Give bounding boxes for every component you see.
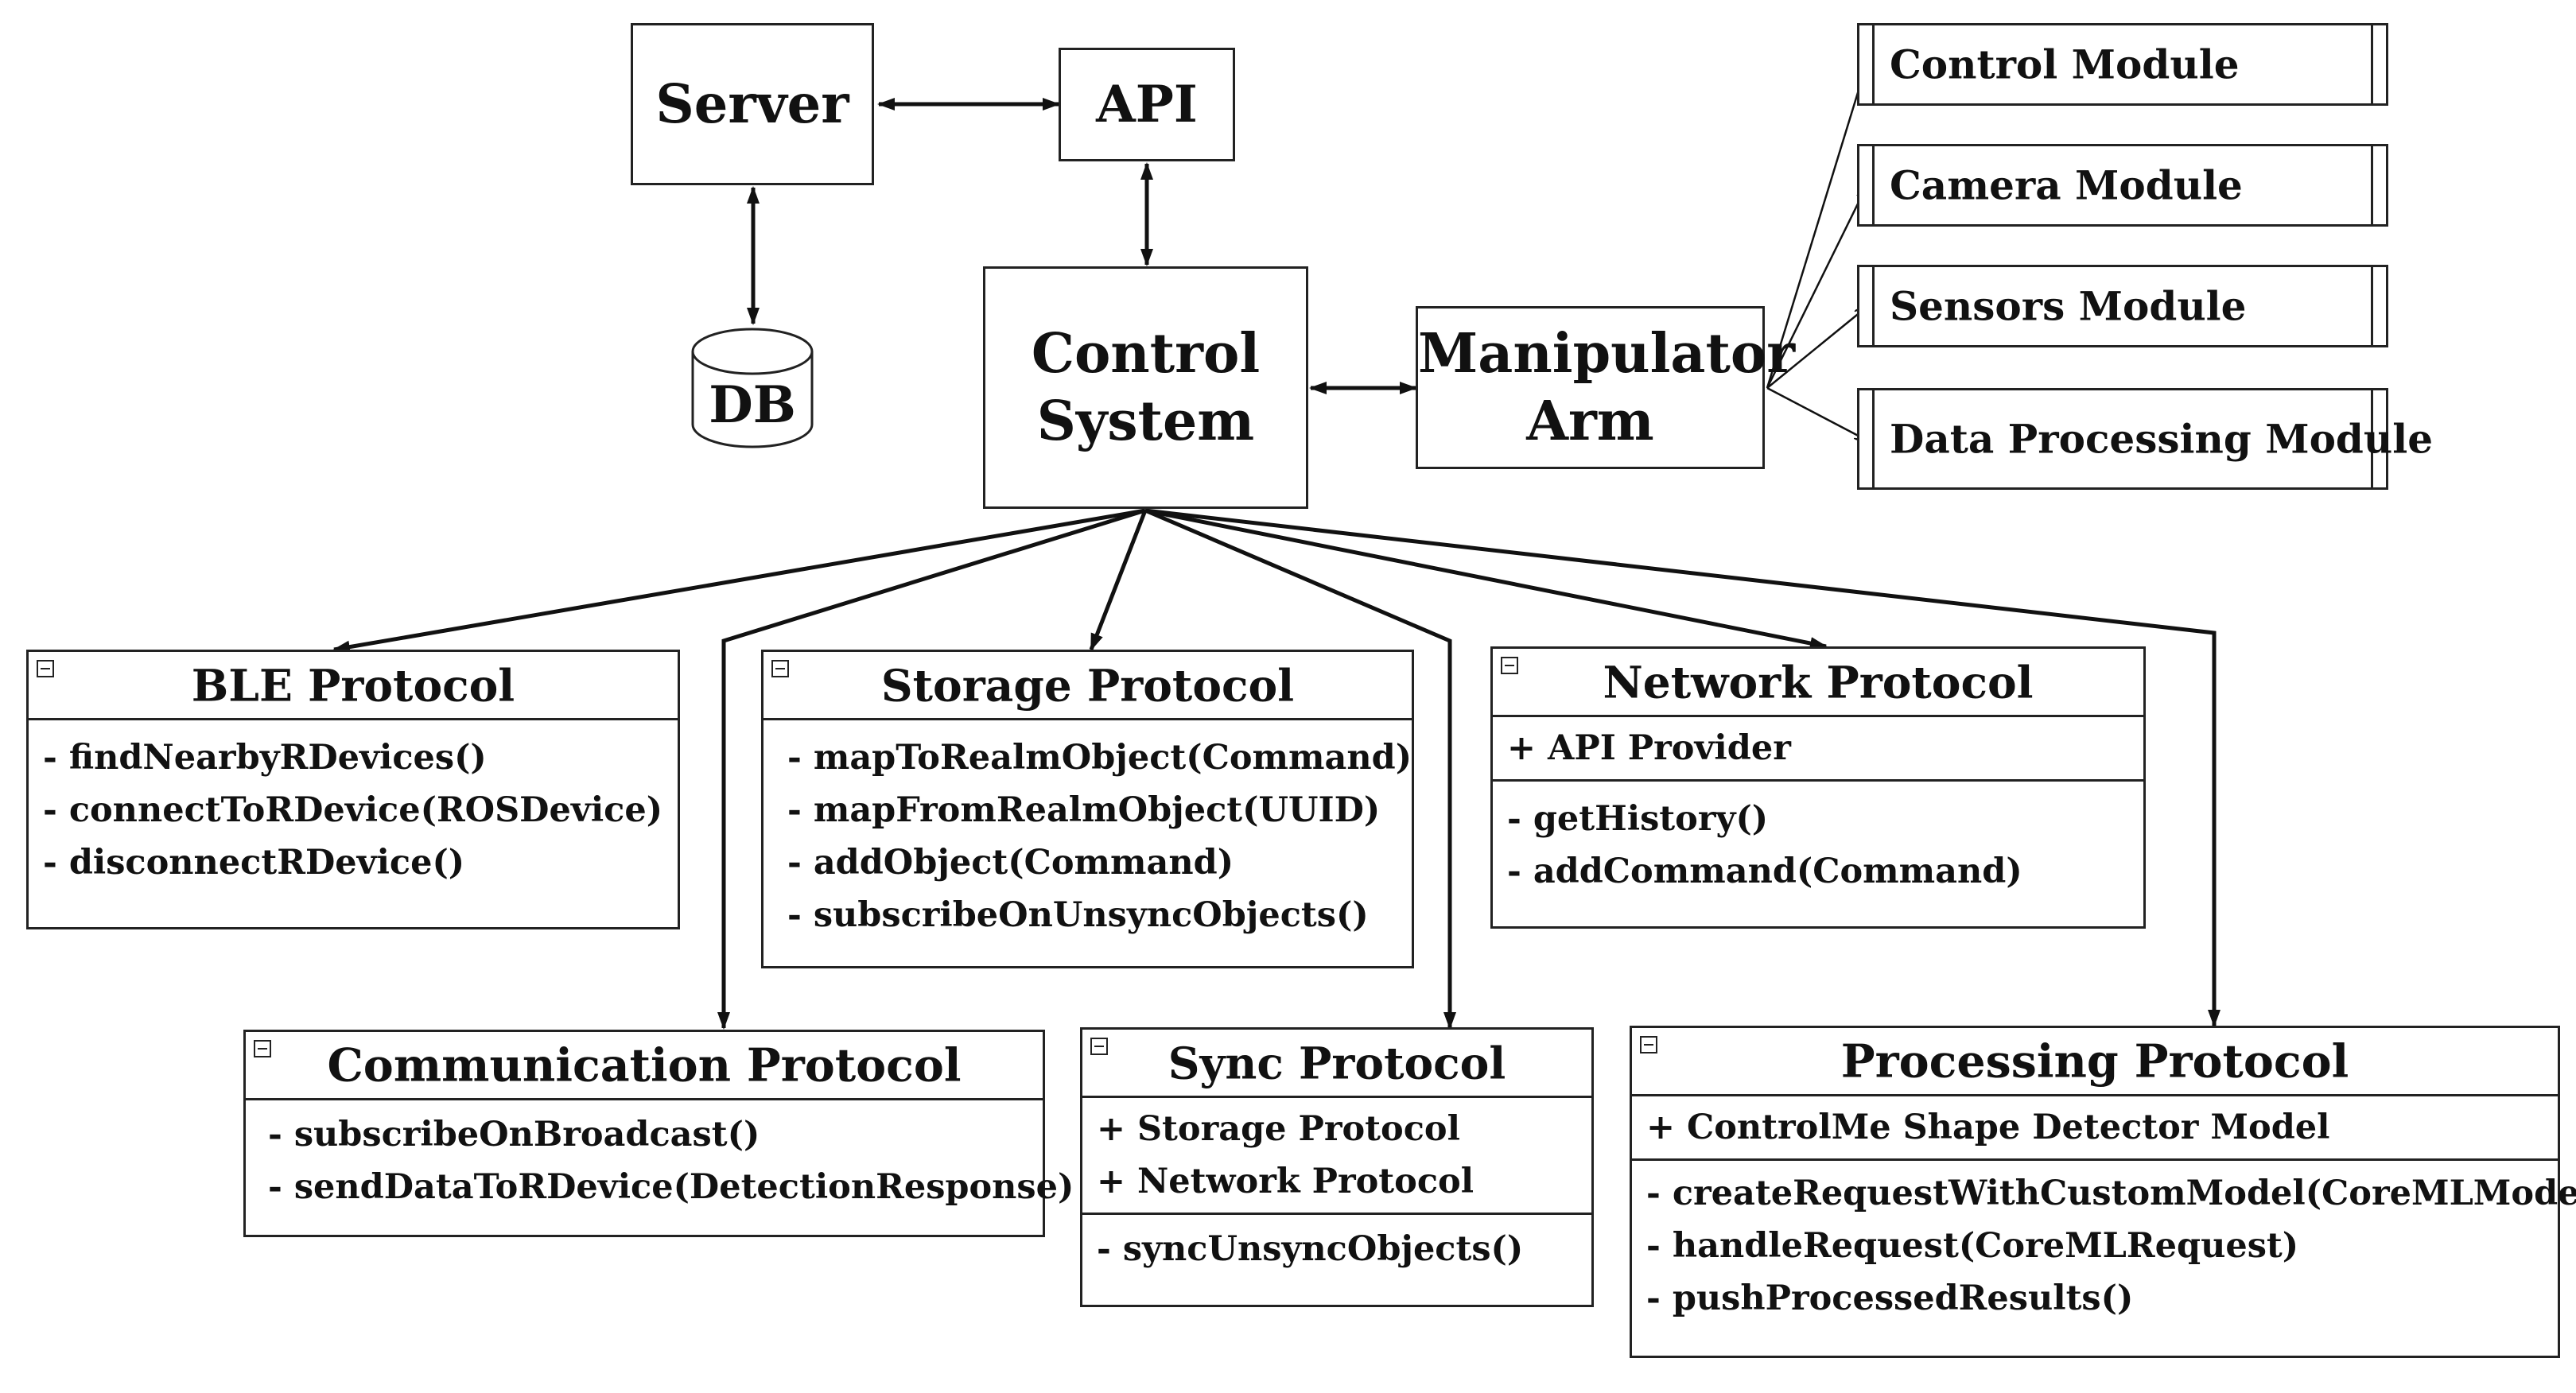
attribute-line: + Network Protocol	[1097, 1162, 1474, 1201]
communication-protocol-class: Communication Protocol - subscribeOnBroa…	[243, 1030, 1074, 1237]
collapse-icon[interactable]	[771, 660, 789, 677]
method-line: - subscribeOnUnsyncObjects()	[787, 895, 1369, 935]
attribute-line: + ControlMe Shape Detector Model	[1646, 1108, 2330, 1147]
data-processing-module-box: Data Processing Module	[1857, 388, 2433, 490]
communication-protocol-title: Communication Protocol	[327, 1038, 962, 1092]
db-label: DB	[709, 375, 796, 435]
method-line: - findNearbyRDevices()	[43, 738, 487, 778]
method-line: - mapToRealmObject(Command)	[787, 738, 1412, 778]
camera-module-label: Camera Module	[1890, 161, 2243, 209]
control-module-box: Control Module	[1857, 23, 2388, 106]
storage-protocol-title: Storage Protocol	[880, 659, 1295, 711]
method-line: - addCommand(Command)	[1507, 852, 2022, 891]
network-protocol-title: Network Protocol	[1603, 656, 2034, 708]
control-network-connector	[1144, 508, 1828, 650]
arm-data-processing-module-connector	[1766, 386, 1866, 440]
network-protocol-class: Network Protocol + API Provider - getHis…	[1490, 646, 2146, 929]
collapse-icon[interactable]	[254, 1040, 271, 1057]
method-line: - syncUnsyncObjects()	[1097, 1229, 1524, 1269]
control-system-box: Control System	[983, 266, 1308, 509]
control-storage-connector	[1089, 510, 1148, 651]
control-module-label: Control Module	[1890, 41, 2240, 88]
sensors-module-box: Sensors Module	[1857, 265, 2388, 347]
manipulator-arm-label: Manipulator Arm	[1418, 321, 1796, 453]
control-ble-connector	[332, 508, 1146, 654]
control-system-label: Control System	[1031, 321, 1261, 453]
db-cylinder: DB	[690, 326, 814, 449]
method-line: - pushProcessedResults()	[1646, 1279, 2134, 1318]
collapse-icon[interactable]	[1090, 1038, 1108, 1055]
collapse-icon[interactable]	[37, 660, 54, 677]
database-icon	[691, 328, 814, 448]
collapse-icon[interactable]	[1640, 1036, 1657, 1053]
attribute-line: + API Provider	[1507, 728, 1791, 768]
sensors-module-label: Sensors Module	[1890, 282, 2247, 330]
processing-protocol-class: Processing Protocol + ControlMe Shape De…	[1630, 1026, 2576, 1358]
method-line: - createRequestWithCustomModel(CoreMLMod…	[1646, 1174, 2576, 1213]
api-label: API	[1096, 74, 1198, 134]
server-box: Server	[631, 23, 874, 185]
method-line: - addObject(Command)	[787, 843, 1234, 883]
method-line: - sendDataToRDevice(DetectionResponse)	[268, 1167, 1074, 1207]
camera-module-box: Camera Module	[1857, 144, 2388, 227]
method-line: - getHistory()	[1507, 799, 1769, 839]
method-line: - mapFromRealmObject(UUID)	[787, 790, 1381, 830]
manipulator-arm-box: Manipulator Arm	[1416, 306, 1796, 469]
ble-protocol-title: BLE Protocol	[191, 659, 515, 711]
collapse-icon[interactable]	[1501, 657, 1518, 674]
method-line: - disconnectRDevice()	[43, 843, 465, 883]
method-line: - connectToRDevice(ROSDevice)	[43, 790, 663, 830]
ble-protocol-class: BLE Protocol - findNearbyRDevices() - co…	[26, 650, 680, 929]
api-box: API	[1059, 48, 1235, 161]
data-processing-module-label: Data Processing Module	[1890, 415, 2434, 463]
attribute-line: + Storage Protocol	[1097, 1109, 1460, 1149]
storage-protocol-class: Storage Protocol - mapToRealmObject(Comm…	[761, 650, 1414, 968]
server-label: Server	[655, 72, 849, 136]
method-line: - subscribeOnBroadcast()	[268, 1115, 760, 1154]
sync-protocol-class: Sync Protocol + Storage Protocol + Netwo…	[1080, 1027, 1594, 1307]
method-line: - handleRequest(CoreMLRequest)	[1646, 1226, 2299, 1266]
processing-protocol-title: Processing Protocol	[1840, 1034, 2349, 1088]
sync-protocol-title: Sync Protocol	[1168, 1037, 1506, 1088]
